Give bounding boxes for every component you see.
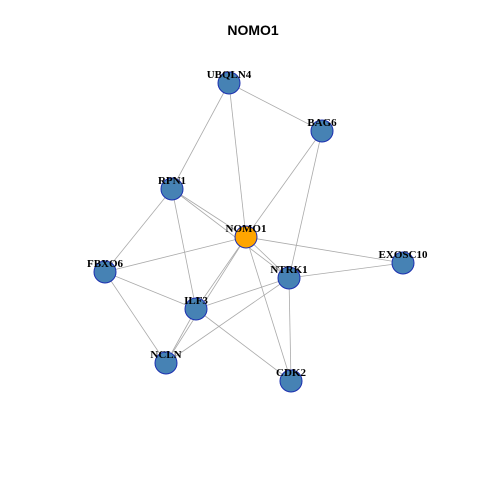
node-label-bag6: BAG6 (307, 117, 337, 129)
edges-layer (104, 82, 404, 382)
edge-nomo1-fbxo6 (104, 236, 247, 273)
node-ubqln4: UBQLN4 (207, 69, 252, 95)
node-circle-cdk2 (279, 369, 303, 393)
node-label-ilf3: ILF3 (184, 295, 208, 307)
node-ilf3: ILF3 (184, 295, 208, 321)
node-nomo1: NOMO1 (226, 223, 267, 249)
edge-ntrk1-ncln (165, 277, 290, 364)
edge-nomo1-ilf3 (195, 236, 247, 310)
edge-bag6-ntrk1 (288, 130, 323, 279)
edge-ntrk1-cdk2 (288, 277, 292, 382)
edge-ubqln4-rpn1 (171, 82, 230, 190)
edge-ilf3-cdk2 (195, 308, 292, 382)
edge-rpn1-ntrk1 (171, 188, 290, 279)
edge-ntrk1-exosc10 (288, 262, 404, 279)
edge-rpn1-ilf3 (171, 188, 197, 310)
node-exosc10: EXOSC10 (379, 249, 428, 275)
node-circle-nomo1 (234, 225, 258, 249)
node-ntrk1: NTRK1 (270, 264, 308, 290)
edge-fbxo6-ncln (104, 271, 167, 364)
node-circle-fbxo6 (93, 260, 117, 284)
node-label-ubqln4: UBQLN4 (207, 69, 252, 81)
node-circle-exosc10 (391, 251, 415, 275)
node-ncln: NCLN (150, 349, 182, 375)
edge-nomo1-exosc10 (245, 236, 404, 264)
edge-ntrk1-ilf3 (195, 277, 290, 310)
edge-fbxo6-ilf3 (104, 271, 197, 310)
node-label-exosc10: EXOSC10 (379, 249, 428, 261)
node-cdk2: CDK2 (276, 367, 306, 393)
edge-ubqln4-bag6 (228, 82, 323, 132)
node-label-cdk2: CDK2 (276, 367, 306, 379)
node-fbxo6: FBXO6 (87, 258, 124, 284)
node-circle-ilf3 (184, 297, 208, 321)
edge-rpn1-fbxo6 (104, 188, 173, 273)
node-circle-ncln (154, 351, 178, 375)
node-circle-ntrk1 (277, 266, 301, 290)
node-circle-bag6 (310, 119, 334, 143)
node-label-ncln: NCLN (150, 349, 181, 361)
graph-title: NOMO1 (227, 22, 279, 38)
node-circle-rpn1 (160, 177, 184, 201)
edge-nomo1-cdk2 (245, 236, 292, 382)
node-bag6: BAG6 (307, 117, 337, 143)
edge-ubqln4-nomo1 (228, 82, 247, 238)
node-label-nomo1: NOMO1 (226, 223, 267, 235)
node-rpn1: RPN1 (158, 175, 186, 201)
edge-rpn1-nomo1 (171, 188, 247, 238)
node-circle-ubqln4 (217, 71, 241, 95)
node-label-ntrk1: NTRK1 (270, 264, 307, 276)
edge-nomo1-ncln (165, 236, 247, 364)
node-label-fbxo6: FBXO6 (87, 258, 124, 270)
node-label-rpn1: RPN1 (158, 175, 186, 187)
edge-bag6-nomo1 (245, 130, 323, 238)
